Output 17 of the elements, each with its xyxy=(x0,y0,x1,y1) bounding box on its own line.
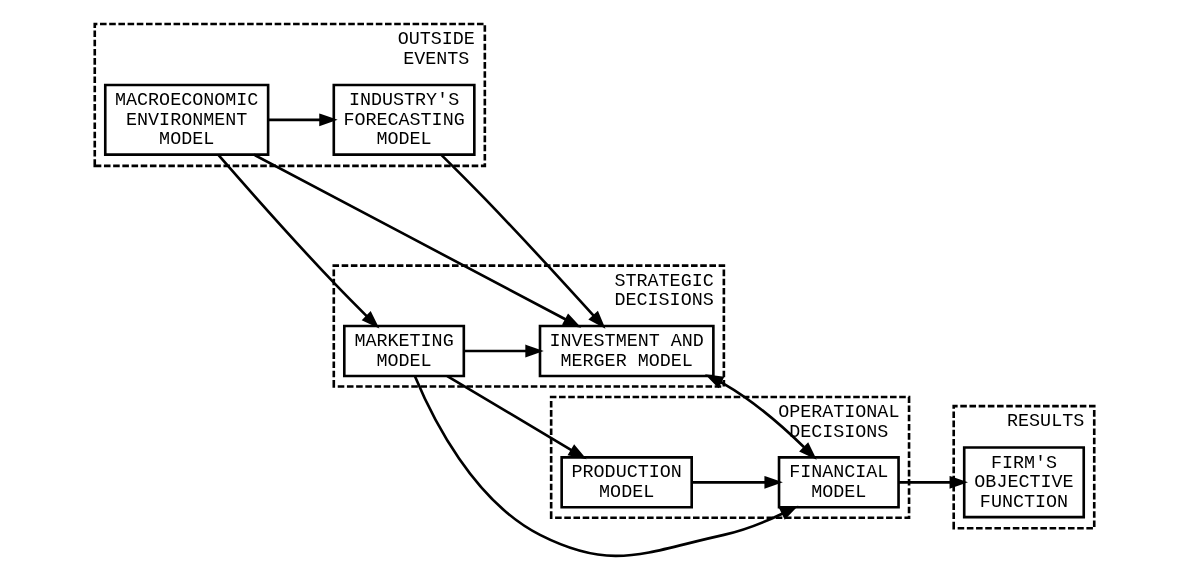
arrow xyxy=(446,374,587,460)
node-box: INDUSTRY'S FORECASTING MODEL xyxy=(331,83,476,156)
arrow xyxy=(413,375,798,558)
arrow xyxy=(463,344,544,358)
node-box: INVESTMENT AND MERGER MODEL xyxy=(538,324,715,378)
arrow xyxy=(439,153,605,329)
node-box: MACROECONOMIC ENVIRONMENT MODEL xyxy=(103,83,269,156)
node-box: FIRM'S OBJECTIVE FUNCTION xyxy=(962,446,1085,519)
arrow xyxy=(691,475,783,489)
arrow xyxy=(898,475,968,489)
arrow xyxy=(268,113,338,127)
arrow xyxy=(252,153,581,328)
arrow xyxy=(216,153,379,329)
arrow xyxy=(704,374,817,460)
node-box: PRODUCTION MODEL xyxy=(559,456,693,509)
node-box: FINANCIAL MODEL xyxy=(777,456,900,509)
node-box: MARKETING MODEL xyxy=(342,324,465,378)
